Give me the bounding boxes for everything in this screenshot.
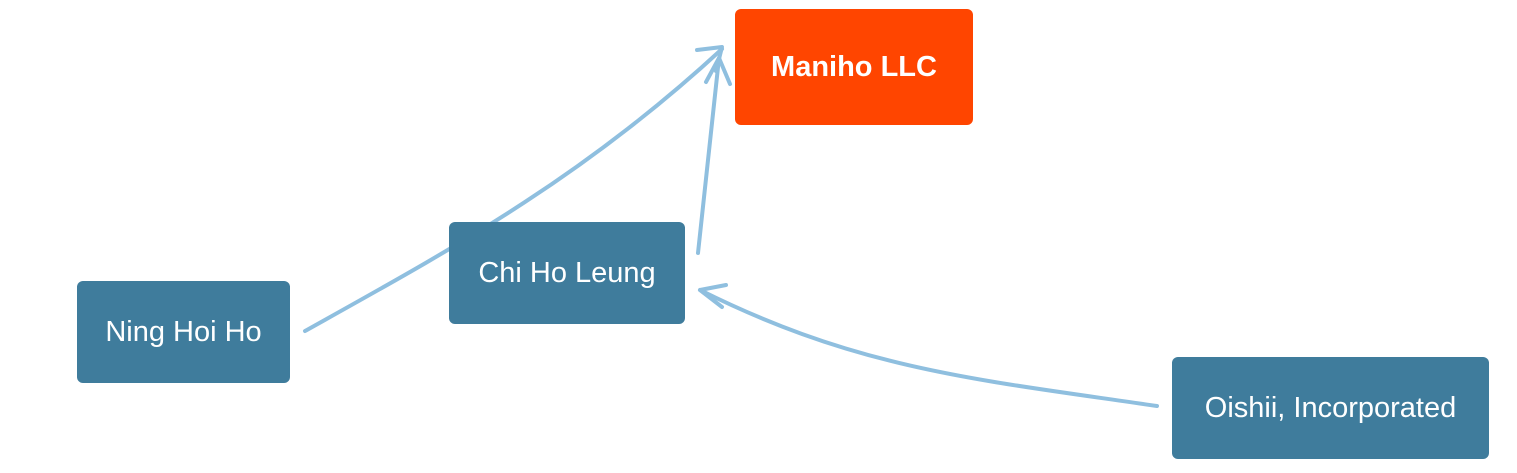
node-oishii-incorporated[interactable]: Oishii, Incorporated bbox=[1172, 357, 1489, 459]
node-maniho-llc[interactable]: Maniho LLC bbox=[735, 9, 973, 125]
edge-oishii-to-chi-arrowhead bbox=[698, 283, 728, 309]
node-maniho-llc-label: Maniho LLC bbox=[771, 50, 937, 83]
edge-ning-to-maniho bbox=[303, 47, 724, 333]
edge-oishii-to-chi bbox=[698, 288, 1159, 408]
edge-chi-to-maniho-arrowhead bbox=[704, 56, 732, 86]
node-ning-hoi-ho[interactable]: Ning Hoi Ho bbox=[77, 281, 290, 383]
edge-chi-to-maniho bbox=[696, 56, 721, 255]
node-ning-hoi-ho-label: Ning Hoi Ho bbox=[105, 315, 262, 348]
node-chi-ho-leung-label: Chi Ho Leung bbox=[478, 256, 656, 289]
node-chi-ho-leung[interactable]: Chi Ho Leung bbox=[449, 222, 685, 324]
node-oishii-incorporated-label: Oishii, Incorporated bbox=[1204, 391, 1457, 424]
